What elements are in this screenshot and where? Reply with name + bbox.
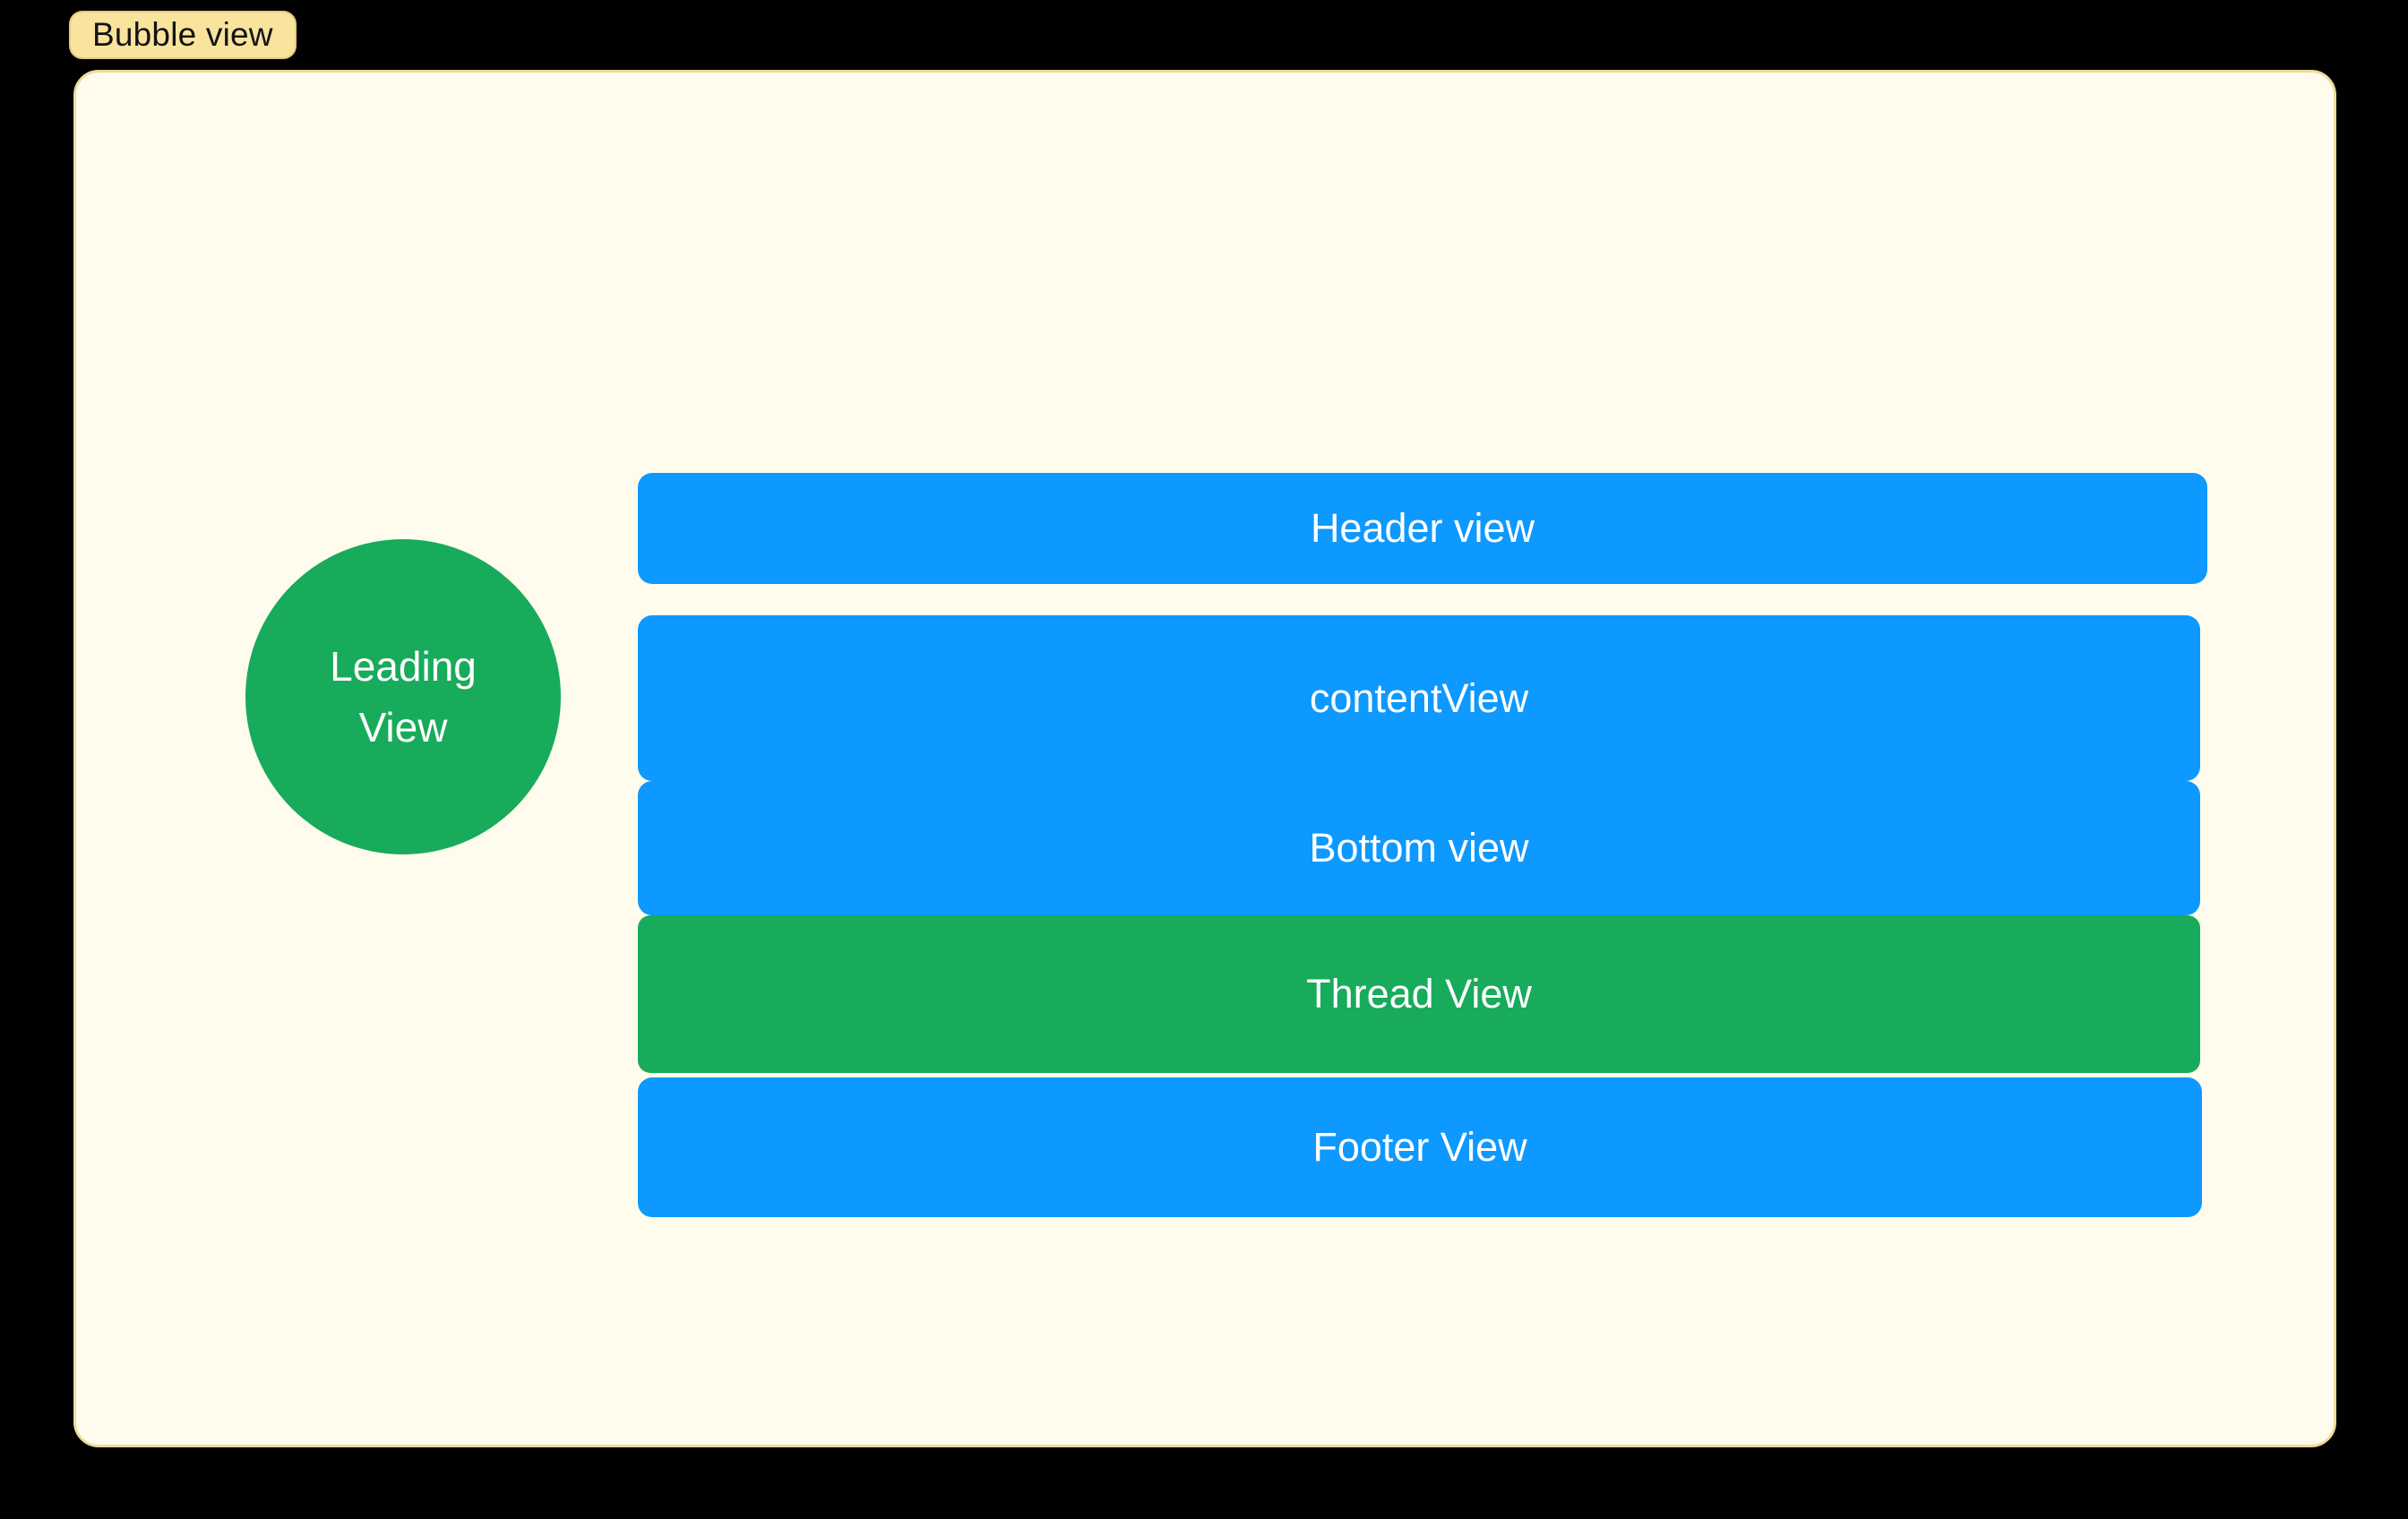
bottom-view[interactable]: Bottom view <box>638 781 2200 915</box>
leading-view[interactable]: Leading View <box>245 539 561 854</box>
leading-view-label-line2: View <box>358 704 448 751</box>
thread-view[interactable]: Thread View <box>638 915 2200 1073</box>
content-view[interactable]: contentView <box>638 615 2200 781</box>
footer-view[interactable]: Footer View <box>638 1077 2202 1217</box>
bubble-view-label-text: Bubble view <box>92 16 273 53</box>
header-view[interactable]: Header view <box>638 473 2207 584</box>
header-view-label: Header view <box>1310 505 1535 551</box>
footer-view-label: Footer View <box>1312 1124 1527 1170</box>
content-view-label: contentView <box>1309 674 1529 721</box>
bubble-view-label[interactable]: Bubble view <box>69 11 297 59</box>
bottom-view-label: Bottom view <box>1309 825 1529 871</box>
thread-view-label: Thread View <box>1306 971 1532 1017</box>
leading-view-label-line1: Leading <box>330 643 477 690</box>
